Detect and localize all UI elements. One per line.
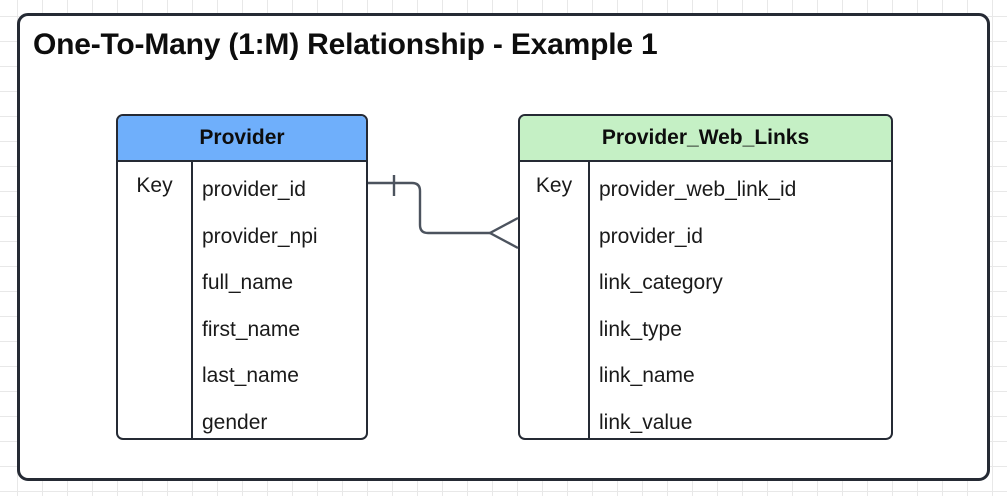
field-row[interactable]: provider_id	[202, 178, 306, 201]
cardinality-many-crowsfoot-icon	[487, 216, 519, 250]
field-row[interactable]: link_category	[599, 271, 723, 294]
entity-provider-web-links-fields: provider_web_link_id provider_id link_ca…	[590, 162, 891, 438]
entity-provider-web-links-body: Key provider_web_link_id provider_id lin…	[520, 162, 891, 438]
key-column-label: Key	[136, 174, 173, 197]
entity-provider[interactable]: Provider Key provider_id provider_npi fu…	[116, 114, 368, 440]
relationship-connector-one-to-many[interactable]	[360, 165, 530, 265]
field-row[interactable]: gender	[202, 410, 268, 434]
field-row[interactable]: link_value	[599, 410, 693, 434]
field-row[interactable]: last_name	[202, 364, 299, 387]
relationship-line	[368, 181, 490, 235]
field-row[interactable]: full_name	[202, 271, 294, 294]
field-row[interactable]: link_name	[599, 364, 695, 387]
field-row[interactable]: link_type	[599, 317, 682, 341]
entity-provider-key-column: Key	[118, 162, 193, 438]
field-row[interactable]: first_name	[202, 317, 301, 341]
entity-provider-web-links[interactable]: Provider_Web_Links Key provider_web_link…	[518, 114, 893, 440]
field-row[interactable]: provider_web_link_id	[599, 178, 797, 201]
field-row[interactable]: provider_id	[599, 224, 703, 248]
entity-provider-header: Provider	[118, 116, 366, 162]
entity-provider-body: Key provider_id provider_npi full_name f…	[118, 162, 366, 438]
page-title: One-To-Many (1:M) Relationship - Example…	[33, 28, 658, 61]
field-row[interactable]: provider_npi	[202, 224, 318, 248]
key-column-label: Key	[535, 174, 573, 197]
entity-provider-web-links-header: Provider_Web_Links	[520, 116, 891, 162]
entity-provider-web-links-key-column: Key	[520, 162, 590, 438]
entity-provider-fields: provider_id provider_npi full_name first…	[193, 162, 366, 438]
